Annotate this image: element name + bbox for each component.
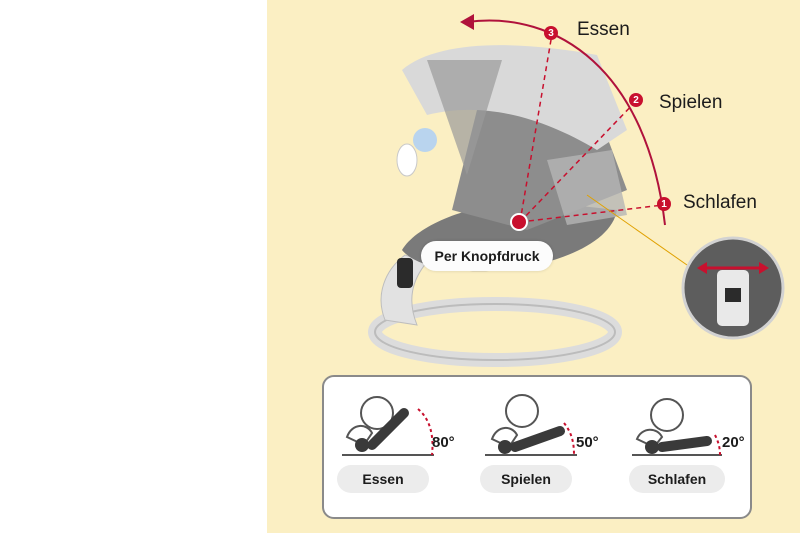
side-mesh [547,150,627,225]
knopfdruck-label: Per Knopfdruck [421,241,553,271]
card-label-essen: Essen [337,465,429,493]
label-schlafen: Schlafen [683,192,757,213]
angle-arc [466,19,666,226]
angle-schlafen: 20° [722,434,745,451]
angle-essen: 80° [432,434,455,451]
toy-icon [413,128,437,152]
product-panel: 3 2 1 Essen Spielen Schlafen Per Knopfdr… [267,0,800,533]
label-spielen: Spielen [659,92,723,113]
rocker-illustration [368,14,785,367]
card-label-schlafen: Schlafen [629,465,725,493]
spielen-figure-icon [485,394,577,456]
marker-3: 3 [544,26,558,40]
arc-arrow-icon [460,14,474,30]
angle-spielen: 50° [576,434,599,451]
marker-2: 2 [629,93,643,107]
essen-figure-icon [342,396,434,456]
label-essen: Essen [577,19,630,40]
card-label-spielen: Spielen [480,465,572,493]
marker-1: 1 [657,197,671,211]
toy-icon [396,143,418,177]
adjust-hub-icon [510,213,528,231]
position-figures [342,394,722,456]
control-knob [397,258,413,288]
schlafen-figure-icon [632,398,722,456]
